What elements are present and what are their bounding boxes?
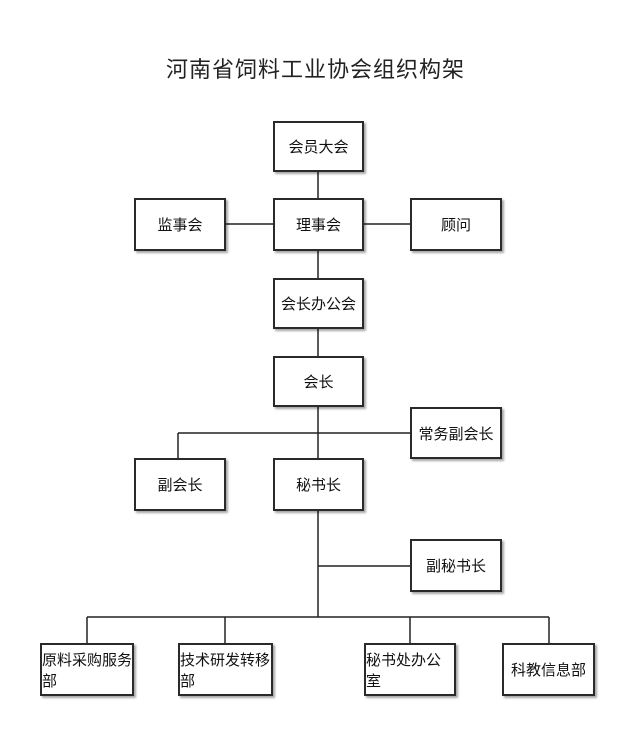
- node-president: 会长: [273, 356, 364, 407]
- node-vice-president: 副会长: [134, 458, 226, 511]
- chart-title: 河南省饲料工业协会组织构架: [165, 58, 465, 83]
- node-deputy-secretary-general: 副秘书长: [410, 539, 502, 592]
- node-advisor: 顾问: [410, 198, 502, 251]
- node-dept-secretariat-office: 秘书处办公室: [364, 643, 456, 696]
- node-general-assembly: 会员大会: [273, 121, 364, 172]
- node-dept-procurement: 原料采购服务部: [40, 643, 134, 696]
- node-dept-tech-transfer: 技术研发转移部: [178, 643, 273, 696]
- node-executive-vice-president: 常务副会长: [410, 407, 502, 459]
- node-president-office: 会长办公会: [273, 278, 364, 329]
- node-supervisory-board: 监事会: [134, 198, 226, 251]
- node-secretary-general: 秘书长: [273, 458, 364, 511]
- node-council: 理事会: [273, 198, 364, 251]
- node-dept-science-education: 科教信息部: [502, 643, 595, 696]
